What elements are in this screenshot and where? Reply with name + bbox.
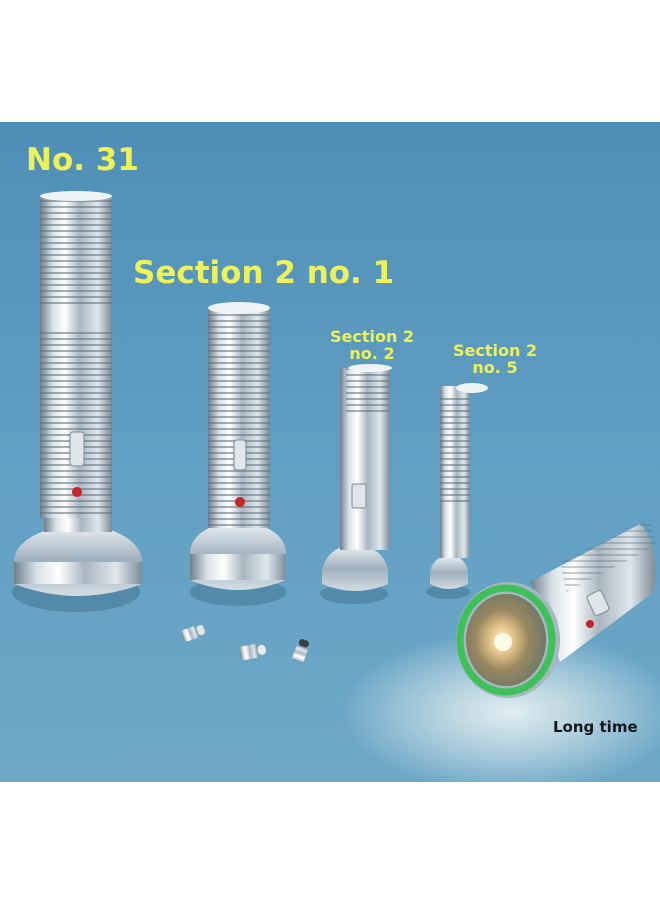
label-section-2-no-1: Section 2 no. 1 — [133, 255, 395, 291]
flashlight-section-2-no-1 — [190, 302, 286, 606]
flashlight-section-2-no-2 — [320, 364, 392, 604]
label-section-2-no-2: Section 2 no. 2 — [329, 327, 415, 364]
product-photo: No. 31 Section 2 no. 1 Section 2 no. 2 S… — [0, 122, 660, 782]
label-section-2-no-5: Section 2 no. 5 — [452, 341, 538, 378]
flashlights-scene — [0, 122, 660, 782]
label-long-time: Long time — [553, 718, 638, 736]
light-glow — [340, 632, 660, 782]
flashlight-lit — [456, 520, 656, 698]
spare-bulbs — [180, 625, 309, 664]
flashlight-no-31 — [12, 191, 142, 612]
label-no-31: No. 31 — [26, 142, 139, 178]
flashlight-section-2-no-5 — [426, 383, 488, 599]
